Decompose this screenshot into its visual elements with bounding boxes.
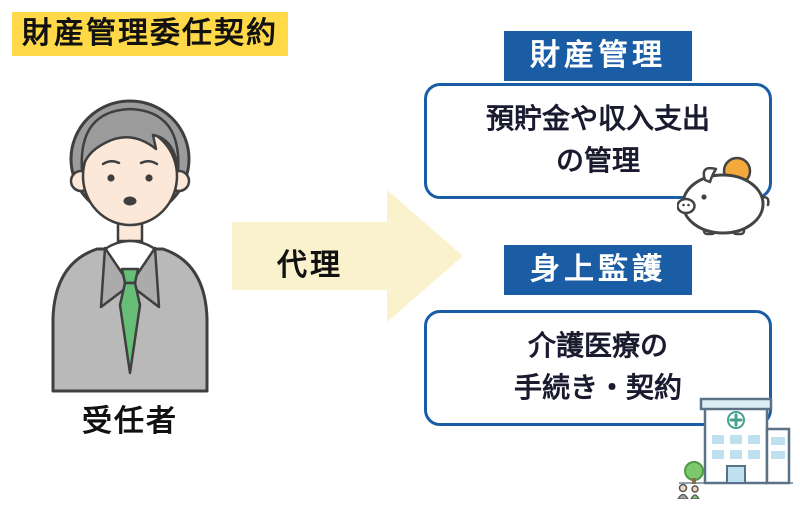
personal-care-group: 身上監護 介護医療の 手続き・契約	[424, 245, 793, 499]
personal-care-text-line2: 手続き・契約	[513, 371, 682, 404]
property-management-text-line2: の管理	[555, 144, 640, 177]
person-icon	[51, 99, 209, 393]
trustee-person-illustration	[25, 72, 235, 394]
personal-care-text-line1: 介護医療の	[527, 329, 668, 362]
property-management-box: 預貯金や収入支出 の管理	[424, 83, 772, 236]
proxy-arrow-head	[387, 190, 463, 322]
page-title: 財産管理委任契約	[12, 12, 288, 56]
proxy-arrow-label: 代理	[277, 248, 343, 283]
personal-care-box: 介護医療の 手続き・契約	[424, 310, 793, 499]
hospital-icon	[677, 397, 793, 499]
piggy-bank-icon	[677, 156, 770, 236]
personal-care-header: 身上監護	[504, 245, 692, 295]
property-management-header: 財産管理	[504, 31, 692, 81]
property-management-group: 財産管理 預貯金や収入支出 の管理	[424, 31, 772, 236]
property-management-text-line1: 預貯金や収入支出	[485, 102, 710, 135]
proxy-arrow-body	[232, 222, 388, 290]
trustee-label: 受任者	[82, 404, 178, 439]
